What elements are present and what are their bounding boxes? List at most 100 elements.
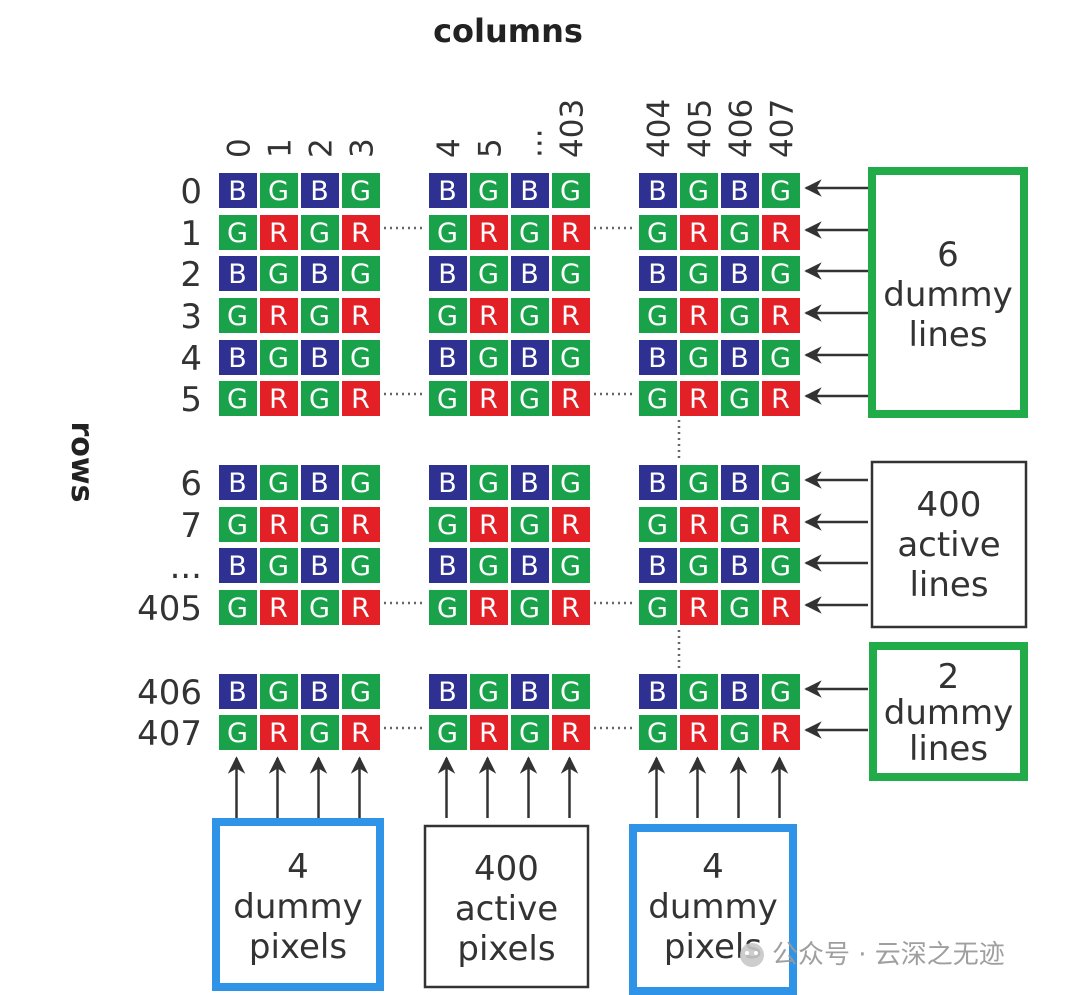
pixel-g xyxy=(429,507,467,542)
pixel-letter: B xyxy=(310,468,329,499)
pixel-letter: R xyxy=(771,593,790,624)
pixel-letter: G xyxy=(437,593,458,624)
pixel-letter: R xyxy=(771,301,790,332)
pixel-letter: R xyxy=(479,510,498,541)
pixel-letter: G xyxy=(688,468,709,499)
pixel-g xyxy=(639,507,677,542)
active-lines-box-text: lines xyxy=(909,565,988,605)
pixel-letter: R xyxy=(351,510,370,541)
pixel-letter: G xyxy=(560,551,581,582)
pixel-g xyxy=(639,381,677,416)
pixel-g xyxy=(721,590,759,625)
dummy-pixels-box-border xyxy=(212,818,384,991)
pixel-r xyxy=(552,381,590,416)
pixel-letter: G xyxy=(227,384,248,415)
pixel-b xyxy=(429,173,467,208)
pixel-letter: G xyxy=(770,551,791,582)
ellipsis-connectors xyxy=(384,226,681,730)
pixel-r xyxy=(342,715,380,750)
pixel-g xyxy=(301,215,339,250)
pixel-g xyxy=(342,173,380,208)
column-label: 3 xyxy=(345,138,381,158)
column-label: ... xyxy=(514,128,550,158)
pixel-letter: G xyxy=(519,593,540,624)
pixel-b xyxy=(219,173,257,208)
pixel-letter: R xyxy=(479,384,498,415)
pixel-g xyxy=(470,548,508,583)
pixel-letter: G xyxy=(309,718,330,749)
pixel-b xyxy=(721,256,759,291)
pixel-g xyxy=(429,590,467,625)
pixel-letter: B xyxy=(310,176,329,207)
pixel-r xyxy=(470,381,508,416)
pixel-letter: G xyxy=(227,718,248,749)
pixel-b xyxy=(511,465,549,500)
pixel-letter: G xyxy=(688,551,709,582)
pixel-g xyxy=(762,674,800,709)
pixel-letter: G xyxy=(770,468,791,499)
pixel-letter: G xyxy=(350,343,371,374)
pixel-g xyxy=(301,590,339,625)
pixel-r xyxy=(762,381,800,416)
pixel-g xyxy=(219,715,257,750)
pixel-g xyxy=(552,340,590,375)
pixel-letter: B xyxy=(438,259,457,290)
pixel-letter: B xyxy=(520,259,539,290)
dummy-pixels-box-text: dummy xyxy=(233,887,363,927)
pixel-g xyxy=(470,465,508,500)
dummy-lines-box-text: dummy xyxy=(884,693,1014,733)
pixel-letter: G xyxy=(437,218,458,249)
pixel-letter: R xyxy=(269,510,288,541)
pixel-g xyxy=(429,215,467,250)
pixel-r xyxy=(260,715,298,750)
pixel-letter: G xyxy=(729,510,750,541)
pixel-letter: G xyxy=(519,218,540,249)
pixel-g xyxy=(470,256,508,291)
pixel-g xyxy=(511,215,549,250)
rows-axis-label: rows xyxy=(64,422,99,503)
pixel-letter: G xyxy=(560,259,581,290)
pixel-b xyxy=(639,465,677,500)
pixel-letter: G xyxy=(268,343,289,374)
pixel-letter: R xyxy=(269,384,288,415)
column-label: 407 xyxy=(765,99,801,158)
pixel-r xyxy=(762,298,800,333)
pixel-letter: R xyxy=(351,301,370,332)
pixel-r xyxy=(260,215,298,250)
pixel-g xyxy=(552,256,590,291)
pixel-g xyxy=(429,381,467,416)
pixel-letter: G xyxy=(478,468,499,499)
pixel-g xyxy=(762,173,800,208)
pixel-g xyxy=(721,215,759,250)
pixel-g xyxy=(260,256,298,291)
pixel-b xyxy=(721,173,759,208)
pixel-g xyxy=(552,548,590,583)
pixel-b xyxy=(219,340,257,375)
pixel-b xyxy=(639,548,677,583)
pixel-g xyxy=(639,715,677,750)
pixel-letter: G xyxy=(437,510,458,541)
pixel-letter: R xyxy=(689,384,708,415)
pixel-letter: R xyxy=(479,718,498,749)
pixel-r xyxy=(470,215,508,250)
pixel-b xyxy=(429,256,467,291)
dummy-lines-box-text: lines xyxy=(909,729,988,769)
pixel-letter: G xyxy=(437,718,458,749)
dummy-pixels-box-text: pixels xyxy=(249,927,347,967)
pixel-letter: G xyxy=(729,384,750,415)
pixel-letter: G xyxy=(560,677,581,708)
pixel-g xyxy=(762,340,800,375)
pixel-letter: B xyxy=(228,259,247,290)
pixel-b xyxy=(511,674,549,709)
pixel-r xyxy=(342,590,380,625)
column-label: 4 xyxy=(432,138,468,158)
pixel-g xyxy=(639,298,677,333)
pixel-g xyxy=(342,548,380,583)
pixel-b xyxy=(301,674,339,709)
pixel-letter: G xyxy=(729,718,750,749)
row-label: 5 xyxy=(180,380,202,420)
pixel-b xyxy=(219,256,257,291)
